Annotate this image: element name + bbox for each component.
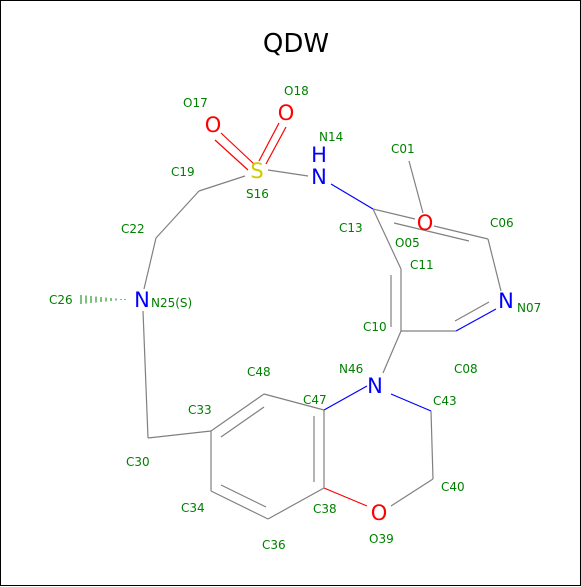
atom-s16-symbol: S	[250, 159, 263, 183]
label-n46: N46	[339, 362, 363, 376]
label-c19: C19	[171, 165, 195, 179]
label-c33: C33	[188, 403, 212, 417]
bond-s16-o18	[258, 122, 280, 162]
atom-labels: O17 O18 N14 C01 C19 S16 C13 O05 C06 C22 …	[49, 84, 541, 552]
bond-n46-c43	[390, 393, 432, 412]
bond-c33-c48-inner	[220, 406, 265, 438]
bond-n07-c08-double	[454, 301, 490, 322]
bond-c48-c47	[263, 393, 325, 411]
label-c43: C43	[433, 394, 457, 408]
bond-s16-o17	[220, 132, 255, 165]
label-c08: C08	[454, 362, 478, 376]
bond-n14-c13	[330, 183, 374, 210]
label-c40: C40	[441, 480, 465, 494]
heteroatom-symbols: O O H N S O N N N O	[134, 101, 514, 525]
bond-c36-c34-inner	[220, 484, 267, 508]
label-c06: C06	[490, 216, 514, 230]
label-n14: N14	[319, 130, 343, 144]
diagram-title: QDW	[263, 29, 329, 59]
bond-c33-c48	[210, 393, 265, 432]
bond-n07-c08	[455, 308, 497, 332]
bond-o39-c38	[323, 487, 368, 507]
atom-o05-symbol: O	[417, 211, 434, 235]
bond-s16-o18-double	[265, 126, 287, 165]
bond-s16-o17-double	[214, 139, 249, 171]
label-o39: O39	[369, 532, 394, 546]
atom-o18-symbol: O	[278, 101, 295, 125]
bond-c43-c40	[430, 410, 434, 480]
label-n07: N07	[517, 301, 541, 315]
atom-n25-symbol: N	[134, 288, 150, 312]
bond-n25-c26-hash	[80, 295, 126, 304]
bond-c22-n25	[143, 237, 157, 290]
bond-c13-c11	[372, 208, 402, 270]
label-o05: O05	[395, 236, 420, 250]
bond-c06-n07	[487, 238, 502, 292]
label-c22: C22	[121, 222, 145, 236]
label-c26: C26	[49, 293, 73, 307]
bond-c19-c22	[155, 190, 200, 239]
label-c48: C48	[247, 365, 271, 379]
bond-c13-o05	[372, 208, 416, 220]
bond-c10-n46	[382, 330, 402, 374]
bond-s16-c19	[198, 175, 246, 192]
label-c01: C01	[391, 142, 415, 156]
label-c10: C10	[363, 320, 387, 334]
label-o17: O17	[183, 96, 208, 110]
label-s16: S16	[246, 187, 269, 201]
bond-o05-c06	[433, 225, 489, 240]
bond-n46-c47	[323, 385, 368, 411]
bond-n25-c30	[142, 310, 149, 439]
bond-c30-c33	[147, 430, 212, 439]
label-c13: C13	[339, 221, 363, 235]
label-n25: N25(S)	[151, 296, 192, 310]
label-c36: C36	[262, 538, 286, 552]
label-c11: C11	[410, 258, 434, 272]
bond-c38-c36	[267, 487, 325, 520]
bond-s16-n14	[267, 169, 309, 177]
bond-c36-c34	[210, 490, 269, 520]
bond-c40-o39	[390, 478, 434, 507]
atom-n14-symbol: N	[311, 165, 327, 189]
label-c38: C38	[313, 502, 337, 516]
atom-n07-symbol: N	[498, 289, 514, 313]
label-c47: C47	[303, 393, 327, 407]
label-c34: C34	[181, 501, 205, 515]
bonds	[80, 122, 502, 520]
atom-n14-h-symbol: H	[311, 143, 327, 167]
atom-o17-symbol: O	[205, 113, 222, 137]
label-o18: O18	[284, 84, 309, 98]
bond-c01-o05	[408, 160, 424, 214]
atom-n46-symbol: N	[367, 374, 383, 398]
bond-c13-c06-inner	[393, 222, 470, 242]
label-c30: C30	[126, 455, 150, 469]
atom-o39-symbol: O	[371, 501, 388, 525]
